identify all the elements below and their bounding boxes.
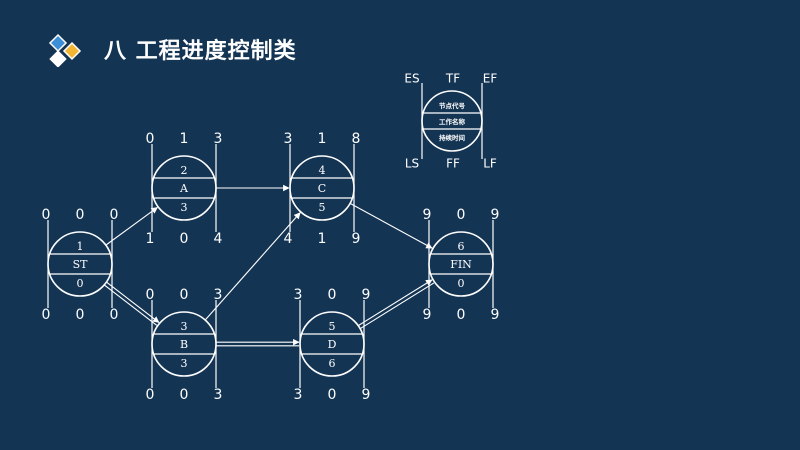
time-top-value: 0 — [457, 207, 466, 223]
edge-d-fin — [357, 279, 435, 330]
time-top-value: 3 — [294, 287, 303, 303]
time-bottom-value: 9 — [423, 307, 432, 323]
node-code: 1 — [77, 240, 84, 253]
node-duration: 0 — [458, 277, 465, 290]
page-title: 八 工程进度控制类 — [104, 39, 297, 64]
time-bottom-value: 9 — [352, 231, 361, 247]
time-top-value: 0 — [76, 207, 85, 223]
time-bottom-value: 4 — [214, 231, 223, 247]
edge-b-c — [204, 212, 301, 321]
node-d: 5D 6 3 0 9 3 0 9 — [294, 287, 371, 403]
legend-row-label: 节点代号 — [439, 101, 466, 110]
time-bottom-value: 9 — [362, 387, 371, 403]
node-st: 1ST 0 0 0 0 0 0 0 — [42, 207, 119, 323]
time-top-value: 3 — [214, 131, 223, 147]
diamond-logo-icon — [48, 33, 82, 67]
edge-st-a — [105, 207, 158, 246]
legend-bottom-label: LS — [405, 157, 419, 171]
node-code: 6 — [458, 240, 465, 253]
time-bottom-value: 9 — [491, 307, 500, 323]
time-bottom-value: 3 — [294, 387, 303, 403]
legend-row-label: 工作名称 — [439, 117, 466, 126]
node-duration: 3 — [181, 201, 188, 214]
time-bottom-value: 0 — [42, 307, 51, 323]
time-top-value: 0 — [146, 287, 155, 303]
node-name: ST — [73, 258, 89, 271]
edge-c-fin — [349, 202, 433, 249]
node-code: 5 — [329, 320, 336, 333]
node-name: D — [328, 338, 337, 351]
time-top-value: 9 — [362, 287, 371, 303]
time-top-value: 8 — [352, 131, 361, 147]
time-top-value: 0 — [328, 287, 337, 303]
node-code: 3 — [181, 320, 188, 333]
node-name: C — [318, 182, 326, 195]
time-bottom-value: 1 — [146, 231, 155, 247]
legend-bottom-label: FF — [446, 157, 460, 171]
legend-top-label: ES — [404, 72, 419, 86]
time-top-value: 1 — [180, 131, 189, 147]
time-bottom-value: 0 — [180, 387, 189, 403]
legend-top-label: TF — [445, 72, 460, 86]
node-duration: 3 — [181, 357, 188, 370]
time-top-value: 3 — [284, 131, 293, 147]
node-name: B — [180, 338, 188, 351]
legend-top-label: EF — [483, 72, 498, 86]
time-bottom-value: 0 — [110, 307, 119, 323]
node-duration: 0 — [77, 277, 84, 290]
node-a: 2A 3 0 1 3 1 0 4 — [146, 131, 223, 247]
time-top-value: 0 — [180, 287, 189, 303]
time-top-value: 0 — [42, 207, 51, 223]
time-bottom-value: 0 — [328, 387, 337, 403]
time-top-value: 3 — [214, 287, 223, 303]
time-bottom-value: 4 — [284, 231, 293, 247]
time-bottom-value: 0 — [457, 307, 466, 323]
time-bottom-value: 0 — [180, 231, 189, 247]
time-bottom-value: 0 — [76, 307, 85, 323]
time-top-value: 9 — [423, 207, 432, 223]
node-code: 2 — [181, 164, 188, 177]
edge-st-b — [103, 281, 160, 326]
legend-row-label: 持续时间 — [439, 133, 466, 142]
time-top-value: 0 — [110, 207, 119, 223]
time-top-value: 1 — [318, 131, 327, 147]
edge-b-d — [216, 338, 300, 347]
node-name: FIN — [450, 258, 472, 271]
time-bottom-value: 0 — [146, 387, 155, 403]
node-name: A — [179, 182, 189, 195]
time-top-value: 0 — [146, 131, 155, 147]
node-code: 4 — [319, 164, 326, 177]
time-bottom-value: 1 — [318, 231, 327, 247]
node-duration: 5 — [319, 201, 326, 214]
node-duration: 6 — [329, 357, 336, 370]
legend-bottom-label: LF — [483, 157, 497, 171]
time-bottom-value: 3 — [214, 387, 223, 403]
time-top-value: 9 — [491, 207, 500, 223]
